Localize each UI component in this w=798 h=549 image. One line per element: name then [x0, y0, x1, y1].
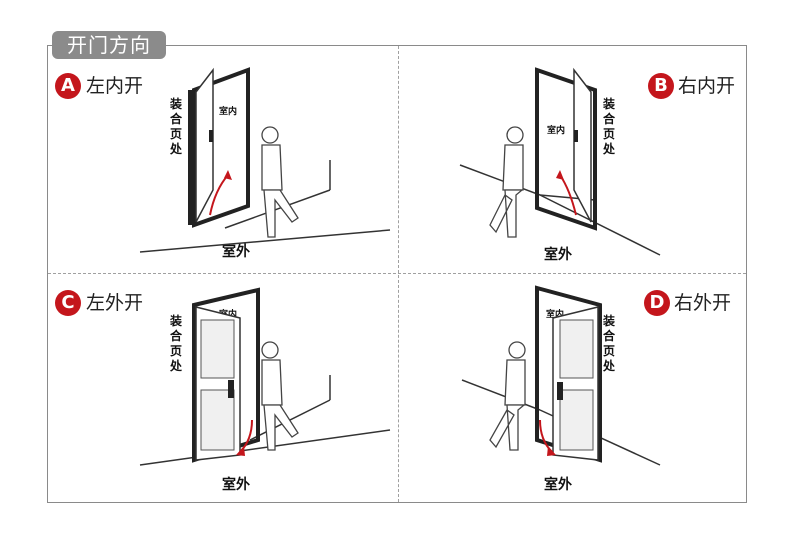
- label-d: 右外开: [674, 292, 732, 314]
- person-d: [489, 341, 526, 451]
- outside-label-d: 室外: [544, 477, 572, 493]
- person-b: [489, 126, 524, 238]
- door-leaf-a: [195, 67, 214, 223]
- door-frame-c: [192, 287, 260, 463]
- hinge-label-d: 装合页处: [602, 314, 615, 373]
- outside-label-a: 室外: [222, 244, 250, 260]
- hinge-label-b: 装合页处: [602, 97, 615, 156]
- label-a: 左内开: [86, 75, 144, 97]
- door-leaf-d: [552, 306, 599, 461]
- inside-label-b: 室内: [547, 126, 566, 136]
- door-frame-d: [535, 285, 602, 463]
- diagram-frame: [47, 45, 747, 503]
- outside-label-c: 室外: [222, 477, 250, 493]
- hinge-label-a: 装合页处: [169, 97, 182, 156]
- inside-label-a: 室内: [219, 107, 238, 117]
- inside-label-d: 室内: [546, 310, 565, 320]
- label-b: 右内开: [678, 75, 736, 97]
- hinge-label-c: 装合页处: [169, 314, 182, 373]
- badge-c: C: [55, 290, 81, 316]
- door-leaf-c: [195, 306, 241, 461]
- door-leaf-b: [573, 67, 592, 223]
- page-title: 开门方向: [52, 31, 166, 59]
- vertical-divider: [398, 46, 399, 502]
- person-c: [261, 341, 299, 451]
- outside-label-b: 室外: [544, 247, 572, 263]
- label-c: 左外开: [86, 292, 144, 314]
- person-a: [261, 126, 299, 238]
- badge-d: D: [644, 290, 670, 316]
- horizontal-divider: [48, 273, 746, 274]
- badge-b: B: [648, 73, 674, 99]
- door-frame-a: [188, 67, 250, 228]
- swing-arrow-d: [539, 419, 553, 453]
- badge-a: A: [55, 73, 81, 99]
